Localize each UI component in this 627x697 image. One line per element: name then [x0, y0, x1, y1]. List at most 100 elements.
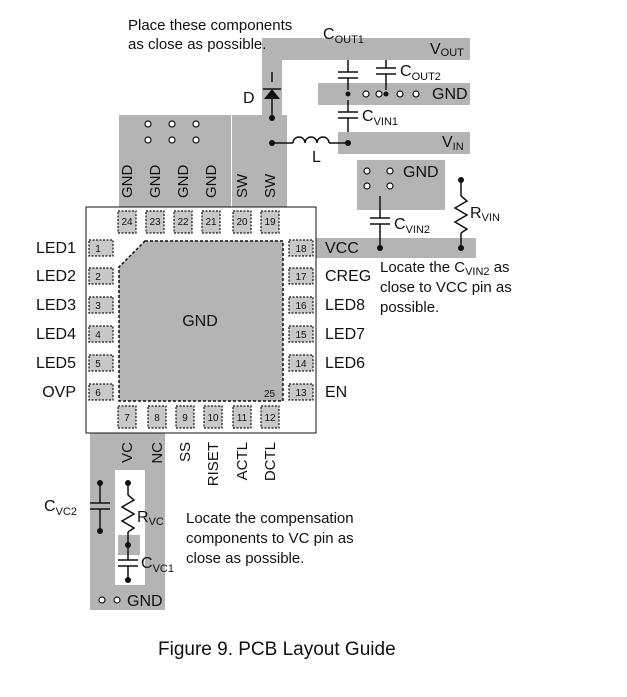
pin-label-13: EN — [325, 384, 347, 401]
gnd-top-label: GND — [432, 86, 468, 103]
cvc2-bottom-node — [97, 528, 103, 534]
copper-nc — [145, 400, 165, 600]
pin-pad-19 — [260, 210, 280, 234]
pin-pad-9 — [175, 405, 195, 429]
pin-number-7: 7 — [124, 413, 130, 424]
cvc2-label: CVC2 — [44, 498, 77, 518]
note-comp-2: components to VC pin as — [186, 530, 354, 547]
exposed-pad-label: GND — [182, 313, 218, 330]
pin-number-15: 15 — [295, 330, 307, 341]
sw-node — [269, 140, 275, 146]
pin-number-13: 13 — [295, 388, 307, 399]
pin-pad-24 — [117, 210, 137, 234]
pin-number-5: 5 — [95, 359, 101, 370]
cout2-label: COUT2 — [400, 63, 441, 83]
copper-vc-column — [90, 400, 115, 610]
pin-number-10: 10 — [207, 413, 219, 424]
pin-label-21: GND — [203, 165, 220, 199]
pin-label-9: SS — [177, 442, 194, 462]
pin-label-15: LED7 — [325, 326, 365, 343]
pin-pad-13 — [288, 383, 314, 401]
pin-number-8: 8 — [154, 413, 160, 424]
pin-label-11: ACTL — [234, 442, 251, 480]
pin-number-16: 16 — [295, 301, 307, 312]
rvc-label: RVC — [137, 509, 164, 528]
cvin1-capacitor — [338, 100, 358, 132]
cvin1-label: CVIN1 — [362, 108, 398, 128]
inductor-label: L — [312, 149, 321, 166]
pin-label-19: SW — [262, 173, 279, 198]
pin-label-5: LED5 — [36, 355, 76, 372]
pin-number-23: 23 — [149, 217, 161, 228]
rvc-top-node — [125, 480, 131, 486]
pin-label-16: LED8 — [325, 297, 365, 314]
pin-label-10: RISET — [205, 442, 222, 486]
diode-label: D — [243, 90, 255, 107]
pin-label-2: LED2 — [36, 268, 76, 285]
rvin-bottom-node — [458, 245, 464, 251]
pin-label-6: OVP — [42, 384, 76, 401]
pin-label-17: CREG — [325, 268, 371, 285]
note-cvin2-3: possible. — [380, 299, 439, 316]
pin-number-14: 14 — [295, 359, 307, 370]
pin-pad-18 — [288, 239, 314, 257]
pin-number-22: 22 — [177, 217, 189, 228]
pin-pad-23 — [145, 210, 165, 234]
pin-number-11: 11 — [237, 413, 248, 424]
vout-label: VOUT — [430, 41, 464, 59]
pin-number-4: 4 — [95, 330, 101, 341]
pin-number-6: 6 — [95, 388, 101, 399]
cvin2-node — [377, 245, 383, 251]
gnd-bottom-label: GND — [127, 593, 163, 610]
note-place-2: as close as possible. — [128, 36, 266, 53]
gnd-vin-vias — [363, 167, 394, 190]
pin-number-1: 1 — [95, 244, 101, 255]
inductor-symbol — [272, 136, 348, 144]
copper-vout — [262, 38, 470, 60]
rvin-top-node — [458, 177, 464, 183]
cout1-label: COUT1 — [323, 26, 364, 46]
pin-number-19: 19 — [264, 217, 276, 228]
pin-label-4: LED4 — [36, 326, 76, 343]
pin-label-23: GND — [147, 165, 164, 199]
pin-number-12: 12 — [264, 413, 276, 424]
pin-pad-20 — [232, 210, 252, 234]
exposed-pad-number: 25 — [264, 389, 276, 400]
copper-vin — [338, 132, 470, 154]
rvin-resistor — [453, 180, 469, 248]
gnd-top-node2 — [383, 91, 389, 97]
pin-pad-3 — [88, 296, 114, 314]
pin-label-20: SW — [234, 173, 251, 198]
pin-pad-7 — [117, 405, 137, 429]
vin-label: VIN — [442, 134, 464, 153]
diode-symbol — [263, 72, 281, 121]
note-comp-3: close as possible. — [186, 550, 304, 567]
pin-pad-1 — [88, 239, 114, 257]
pin-number-21: 21 — [205, 217, 217, 228]
pin-label-24: GND — [119, 165, 136, 199]
pin-pad-14 — [288, 354, 314, 372]
pin-label-12: DCTL — [262, 442, 279, 481]
pin-number-3: 3 — [95, 301, 101, 312]
note-place-1: Place these components — [128, 17, 292, 34]
cvc1-label: CVC1 — [141, 555, 174, 575]
copper-gnd-top — [318, 83, 470, 105]
pin-label-14: LED6 — [325, 355, 365, 372]
ic-pins: 24GND23GND22GND21GND20SW19SW1LED12LED23L… — [36, 165, 371, 487]
cvc2-capacitor — [90, 483, 110, 531]
gnd-top-vias — [362, 90, 420, 98]
pin-pad-11 — [232, 405, 252, 429]
pin-label-1: LED1 — [36, 240, 76, 257]
pin-pad-8 — [147, 405, 167, 429]
pin-pad-6 — [88, 383, 114, 401]
pin-pad-22 — [173, 210, 193, 234]
gnd-block-vias — [144, 120, 200, 144]
gnd-vin-label: GND — [403, 164, 439, 181]
pin-label-3: LED3 — [36, 297, 76, 314]
figure-caption: Figure 9. PCB Layout Guide — [158, 639, 396, 660]
copper-gnd-vin — [357, 160, 445, 210]
gnd-top-node — [345, 91, 351, 97]
pin-number-18: 18 — [295, 244, 307, 255]
pin-pad-15 — [288, 325, 314, 343]
